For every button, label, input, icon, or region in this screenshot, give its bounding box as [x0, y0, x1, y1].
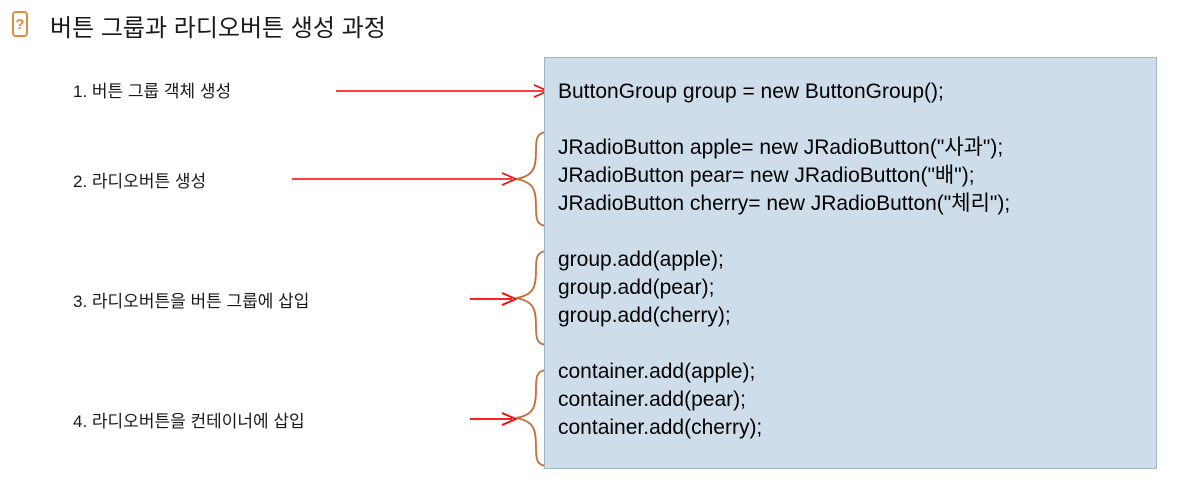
code-line: JRadioButton cherry= new JRadioButton("체… [558, 192, 1011, 215]
arrow-icon-step-1 [336, 84, 551, 98]
code-line: container.add(pear); [558, 388, 746, 411]
code-line: ButtonGroup group = new ButtonGroup(); [558, 80, 944, 103]
page-title: 버튼 그룹과 라디오버튼 생성 과정 [50, 15, 386, 42]
brace-icon-step-4 [514, 368, 550, 468]
arrow-icon-step-3 [470, 292, 519, 306]
step-label-1: 1. 버튼 그룹 객체 생성 [73, 82, 232, 101]
code-line: container.add(cherry); [558, 416, 763, 439]
code-line-blank [558, 218, 1150, 246]
code-line-blank [558, 106, 1150, 134]
code-line: container.add(apple); [558, 360, 756, 383]
code-line: JRadioButton pear= new JRadioButton("배")… [558, 164, 975, 187]
arrow-icon-step-2 [292, 172, 519, 186]
code-panel: ButtonGroup group = new ButtonGroup(); J… [544, 57, 1157, 469]
page-header: ? 버튼 그룹과 라디오버튼 생성 과정 [0, 0, 540, 50]
step-label-4: 4. 라디오버튼을 컨테이너에 삽입 [73, 412, 305, 431]
brace-icon-step-2 [514, 130, 550, 228]
code-line-list: ButtonGroup group = new ButtonGroup(); J… [558, 78, 1150, 442]
question-mark-icon: ? [12, 11, 28, 37]
code-line: group.add(pear); [558, 276, 715, 299]
arrow-icon-step-4 [470, 412, 519, 426]
step-label-2: 2. 라디오버튼 생성 [73, 172, 207, 191]
code-line: group.add(apple); [558, 248, 724, 271]
brace-icon-step-3 [514, 249, 550, 347]
code-line: JRadioButton apple= new JRadioButton("사과… [558, 136, 1004, 159]
code-line-blank [558, 330, 1150, 358]
code-line: group.add(cherry); [558, 304, 731, 327]
step-label-3: 3. 라디오버튼을 버튼 그룹에 삽입 [73, 292, 310, 311]
